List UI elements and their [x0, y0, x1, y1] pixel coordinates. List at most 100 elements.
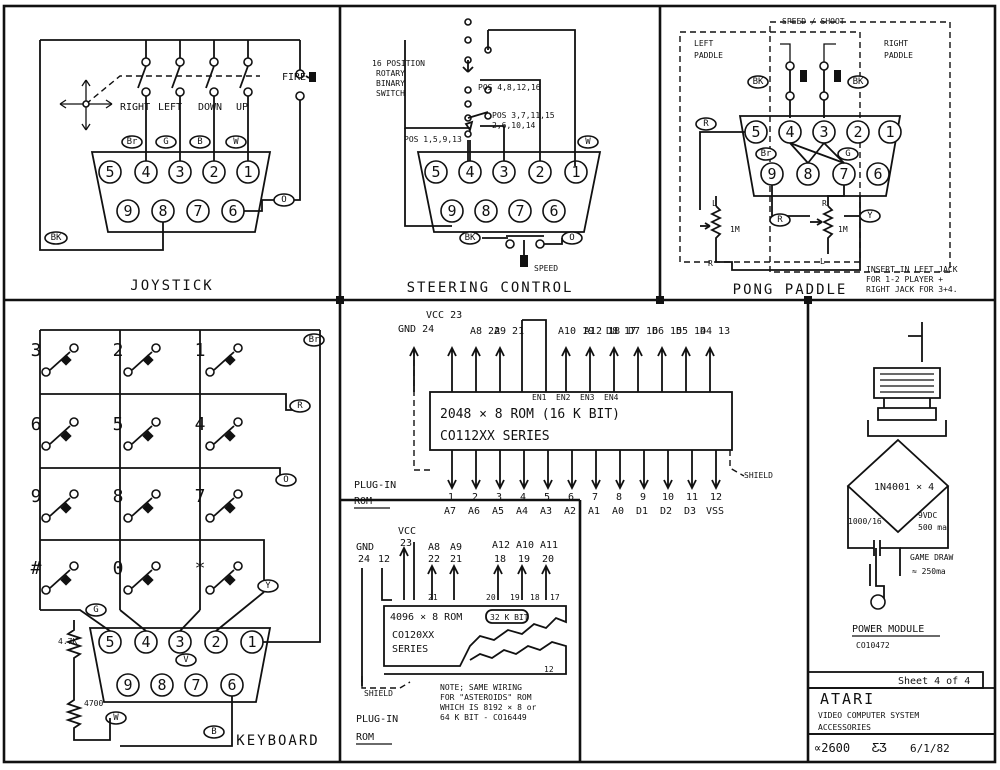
rom1-pin-name: A1 [588, 506, 600, 517]
svg-text:6: 6 [227, 676, 236, 694]
diode-label: 1N4001 × 4 [874, 482, 934, 493]
svg-text:7: 7 [191, 676, 200, 694]
rom1-pin-num: 4 [520, 492, 526, 503]
switch-label-4: SWITCH [376, 89, 405, 98]
rom1-panel: GND 24 VCC 23 A8 22 A9 21 A10 19 A12 18 … [354, 310, 773, 517]
wire-tag: V [183, 655, 189, 665]
svg-text:4: 4 [141, 633, 150, 651]
enable-pin: EN3 [580, 393, 595, 402]
rom2-note: 64 K BIT - CO16449 [440, 713, 527, 722]
wire-tag: Br [127, 137, 138, 147]
svg-text:1: 1 [571, 163, 580, 181]
rom1-pin-num: 10 [662, 492, 674, 503]
rom1-shield: SHIELD [744, 471, 773, 480]
wire-tag: BK [51, 233, 62, 243]
pong-panel: LEFT PADDLE RIGHT PADDLE SPEED / SHOOT B… [679, 17, 958, 298]
svg-text:7: 7 [839, 165, 848, 183]
svg-text:5: 5 [751, 123, 760, 141]
key-label: 8 [113, 486, 124, 507]
rom1-pin-name: D6 15 [652, 326, 682, 337]
svg-text:2: 2 [211, 633, 220, 651]
label-down: DOWN [198, 102, 222, 113]
svg-text:8: 8 [157, 676, 166, 694]
rom2-pin-num: 23 [400, 538, 412, 549]
rom2-pin-name: A10 [516, 540, 534, 551]
rom2-note: FOR "ASTEROIDS" ROM [440, 693, 532, 702]
rom1-top-arrows [409, 319, 715, 471]
title-line2: ACCESSORIES [818, 723, 871, 732]
direction-arrows-icon [59, 79, 113, 131]
right-paddle-label: PADDLE [884, 51, 913, 60]
rom1-pin-name: VSS [706, 506, 724, 517]
rom1-pin-name: D3 [684, 506, 696, 517]
wire-tag: R [297, 401, 303, 411]
rom1-pin-name: A10 19 [558, 326, 594, 337]
keyboard-title: KEYBOARD [236, 733, 319, 749]
wire-tag: G [163, 137, 168, 147]
svg-text:3: 3 [175, 633, 184, 651]
rom1-pin-name: D1 [636, 506, 648, 517]
wire-tag: Y [265, 581, 271, 591]
key-switches [41, 343, 243, 595]
speed-label: SPEED [534, 264, 558, 273]
svg-text:3: 3 [819, 123, 828, 141]
key-label: 1 [195, 340, 206, 361]
pot-end: L [712, 199, 717, 208]
switch-label-1: 16 POSITION [372, 59, 425, 68]
keyboard-pins: 5 4 3 2 1 9 8 7 6 [98, 630, 264, 697]
rom2-chip-size: 32 K BIT [490, 613, 529, 622]
joystick-pins: 5 4 3 2 1 9 8 7 6 [98, 160, 260, 223]
rom2-pin-name: VCC [398, 526, 416, 537]
pong-title: PONG PADDLE [733, 282, 848, 298]
rom2-pin-num: 20 [486, 593, 496, 602]
key-label: 4 [195, 414, 206, 435]
svg-text:7: 7 [193, 202, 202, 220]
rom1-pin-num: 11 [686, 492, 698, 503]
svg-text:1: 1 [243, 163, 252, 181]
svg-text:9: 9 [123, 676, 132, 694]
switch-label-3: BINARY [376, 79, 405, 88]
wire-tag: BK [753, 77, 764, 87]
rom1-pin-name: D2 [660, 506, 672, 517]
wire-tag: Y [867, 211, 873, 221]
joystick-switches [137, 40, 316, 212]
svg-text:1: 1 [885, 123, 894, 141]
rom1-pin-num: 1 [448, 492, 454, 503]
power-plug-icon [873, 322, 941, 399]
rom1-chip-series: CO112XX SERIES [440, 429, 550, 444]
label-fire: FIRE [282, 72, 306, 83]
wire-tag: B [211, 727, 216, 737]
svg-text:4: 4 [465, 163, 474, 181]
rom1-pin-name: A3 [540, 506, 552, 517]
cap-label: 1000/16 [848, 517, 882, 526]
rom2-pin-name: A9 [450, 542, 462, 553]
rom2-plug-label: ROM [356, 732, 374, 743]
resistor-label: 4.7K [58, 637, 77, 646]
pos-label: POS 4,8,12,16 [478, 83, 541, 92]
rom1-pin-name: A7 [444, 506, 456, 517]
rom2-pin-num: 17 [550, 593, 560, 602]
label-right: RIGHT [120, 102, 150, 113]
key-label: * [195, 558, 206, 579]
rom2-note: NOTE; SAME WIRING [440, 683, 522, 692]
rom1-pin-name: VCC 23 [426, 310, 462, 321]
resistor-label: 4700 [84, 699, 103, 708]
rom1-pin-num: 5 [544, 492, 550, 503]
speed-shoot-label: SPEED / SHOOT [782, 17, 845, 26]
svg-text:3: 3 [499, 163, 508, 181]
label-up: UP [236, 102, 248, 113]
rom2-pin-num: 18 [494, 554, 506, 565]
rom2-chip-series: SERIES [392, 644, 428, 655]
rom1-pin-num: 8 [616, 492, 622, 503]
svg-text:3: 3 [175, 163, 184, 181]
rom1-pin-name: A2 [564, 506, 576, 517]
wire-tag: G [93, 605, 98, 615]
rom1-pin-num: 3 [496, 492, 502, 503]
rom2-pin-num: 19 [518, 554, 530, 565]
pot-value: 1M [838, 225, 848, 234]
svg-text:7: 7 [515, 202, 524, 220]
rom1-pin-name: A8 22 [470, 326, 500, 337]
svg-text:9: 9 [447, 202, 456, 220]
rom1-pin-name: D8 17 [606, 326, 636, 337]
